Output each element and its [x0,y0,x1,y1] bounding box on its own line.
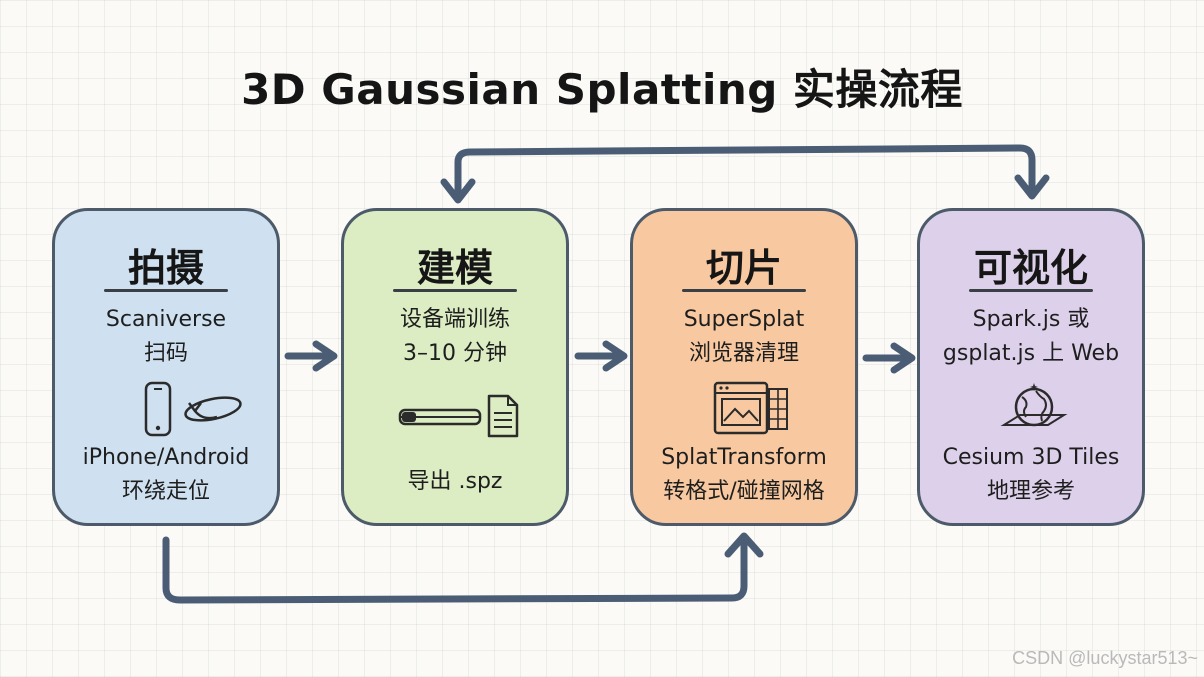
card-line: 环绕走位 [121,479,210,504]
card-line: 3–10 分钟 [403,341,507,366]
watermark: CSDN @luckystar513~ [1012,648,1198,668]
card-line: 浏览器清理 [688,341,799,366]
arrowhead-3-4 [890,342,916,374]
arrowhead-2-3 [602,340,628,372]
bottom-loop-arrow [162,536,748,604]
card-title: 拍摄 [127,246,204,290]
card-line: Spark.js 或 [972,307,1090,332]
card-title: 建模 [416,246,493,290]
card-capture: 拍摄 Scaniverse 扫码 iPhone/Android 环绕走位 [52,208,280,526]
card-title: 切片 [705,246,782,290]
card-tile: 切片 SuperSplat 浏览器清理 SplatTransform 转格式/碰… [630,208,858,526]
top-loop-arrowhead-left [440,178,476,204]
progress-bar-icon [398,408,482,426]
page-title: 3D Gaussian Splatting 实操流程 [241,65,963,114]
browser-window-icon [713,381,788,435]
card-line: SuperSplat [683,307,805,332]
card-line: Cesium 3D Tiles [942,445,1120,470]
smartphone-icon [144,381,172,437]
top-loop-arrow [454,144,1036,202]
bottom-loop-arrowhead [724,532,764,558]
arrowhead-1-2 [312,340,338,372]
title-underline [393,289,517,292]
card-line: SplatTransform [661,445,827,470]
card-line: iPhone/Android [82,445,250,470]
card-line: 地理参考 [986,479,1075,504]
document-icon [487,394,519,438]
card-line: 设备端训练 [399,307,510,332]
card-line: Scaniverse [105,307,227,332]
card-line: 扫码 [143,341,188,366]
globe-icon [1000,383,1068,427]
card-line: gsplat.js 上 Web [942,341,1120,366]
card-title: 可视化 [973,246,1088,290]
card-line: 导出 .spz [407,469,503,494]
top-loop-arrowhead-right [1014,174,1050,200]
orbit-icon [184,396,242,422]
card-model: 建模 设备端训练 3–10 分钟 导出 .spz [341,208,569,526]
title-underline [104,289,228,292]
title-underline [969,289,1093,292]
card-visualize: 可视化 Spark.js 或 gsplat.js 上 Web Cesium 3D… [917,208,1145,526]
card-line: 转格式/碰撞网格 [663,479,825,504]
title-underline [682,289,806,292]
